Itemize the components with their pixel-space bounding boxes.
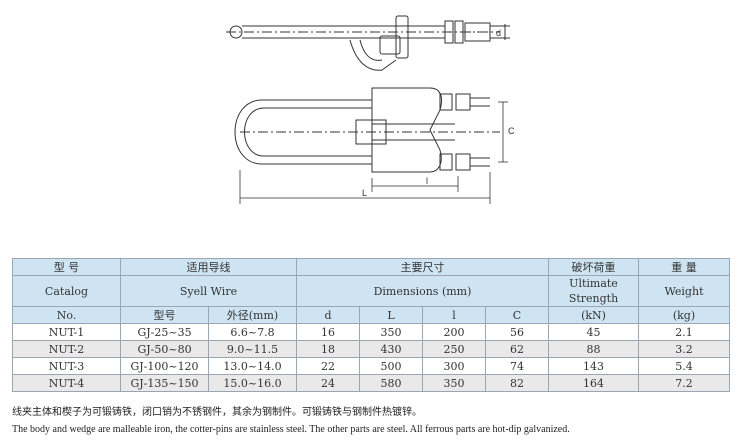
header-catalog-no: No. [12, 306, 121, 324]
cell-dim-d: 18 [296, 340, 360, 358]
cell-wire-diameter: 6.6~7.8 [208, 323, 297, 341]
cell-wire-model: GJ-135~150 [120, 374, 209, 392]
cell-wire-diameter: 9.0~11.5 [208, 340, 297, 358]
cell-wire-diameter: 15.0~16.0 [208, 374, 297, 392]
dim-label-l-total: L [362, 188, 367, 198]
header-catalog-en: Catalog [12, 275, 121, 307]
header-catalog-cn: 型 号 [53, 260, 80, 274]
header-catalog: 型 号 [12, 258, 121, 276]
table-row: NUT-1 GJ-25~35 6.6~7.8 16 350 200 56 45 … [12, 323, 730, 341]
cell-dim-L: 350 [359, 323, 423, 341]
header-wire: 适用导线 [120, 258, 297, 276]
header-weight: 重 量 [638, 258, 730, 276]
cell-dim-l: 250 [422, 340, 486, 358]
cell-strength: 143 [548, 357, 639, 375]
cell-dim-C: 56 [485, 323, 549, 341]
cell-wire-model: GJ-25~35 [120, 323, 209, 341]
header-strength-en: Ultimate Strength [548, 275, 639, 307]
cell-dim-L: 500 [359, 357, 423, 375]
top-view [226, 15, 510, 71]
header-weight-cn: 重 量 [671, 260, 697, 274]
cell-strength: 45 [548, 323, 639, 341]
table-row: NUT-2 GJ-50~80 9.0~11.5 18 430 250 62 88… [12, 340, 730, 358]
cell-catalog: NUT-3 [12, 357, 121, 375]
dim-label-d: d [496, 28, 501, 38]
cell-dim-C: 62 [485, 340, 549, 358]
bottom-view [234, 87, 500, 173]
header-dim-l: l [422, 306, 486, 324]
technical-drawing: d C l L [226, 15, 515, 204]
cell-weight: 7.2 [638, 374, 730, 392]
header-dimensions-en: Dimensions (mm) [296, 275, 549, 307]
cell-wire-model: GJ-50~80 [120, 340, 209, 358]
dim-label-c: C [508, 126, 515, 136]
cell-weight: 3.2 [638, 340, 730, 358]
header-strength-cn: 破坏荷重 [571, 260, 616, 274]
cell-weight: 2.1 [638, 323, 730, 341]
header-weight-en: Weight [638, 275, 730, 307]
cell-dim-L: 430 [359, 340, 423, 358]
cell-catalog: NUT-1 [12, 323, 121, 341]
table-row: NUT-4 GJ-135~150 15.0~16.0 24 580 350 82… [12, 374, 730, 392]
header-wire-model: 型号 [120, 306, 209, 324]
cell-dim-d: 16 [296, 323, 360, 341]
header-dimensions: 主要尺寸 [296, 258, 549, 276]
cell-dim-C: 74 [485, 357, 549, 375]
header-weight-unit: (kg) [638, 306, 730, 324]
cell-catalog: NUT-2 [12, 340, 121, 358]
header-wire-en: Syell Wire [120, 275, 297, 307]
note-english: The body and wedge are malleable iron, t… [12, 424, 570, 435]
table-row: NUT-3 GJ-100~120 13.0~14.0 22 500 300 74… [12, 357, 730, 375]
header-dim-L: L [359, 306, 423, 324]
cell-strength: 88 [548, 340, 639, 358]
header-wire-diameter: 外径(mm) [208, 306, 297, 324]
cell-dim-d: 22 [296, 357, 360, 375]
cell-dim-l: 300 [422, 357, 486, 375]
cell-catalog: NUT-4 [12, 374, 121, 392]
header-strength: 破坏荷重 [548, 258, 639, 276]
header-dimensions-cn: 主要尺寸 [400, 260, 445, 274]
cell-weight: 5.4 [638, 357, 730, 375]
cell-strength: 164 [548, 374, 639, 392]
header-wire-cn: 适用导线 [186, 260, 231, 274]
spec-table: 型 号 适用导线 主要尺寸 破坏荷重 重 量 Catalog Syell Wir… [12, 258, 730, 392]
note-chinese: 线夹主体和楔子为可锻铸铁，闭口销为不锈钢件，其余为钢制件。可锻铸铁与钢制件热镀锌… [12, 407, 422, 418]
cell-wire-diameter: 13.0~14.0 [208, 357, 297, 375]
cell-dim-l: 350 [422, 374, 486, 392]
cell-dim-L: 580 [359, 374, 423, 392]
cell-dim-l: 200 [422, 323, 486, 341]
header-dim-C: C [485, 306, 549, 324]
dim-label-l-short: l [426, 176, 428, 186]
cell-dim-d: 24 [296, 374, 360, 392]
cell-wire-model: GJ-100~120 [120, 357, 209, 375]
dimension-lines [239, 101, 508, 204]
header-dim-d: d [296, 306, 360, 324]
header-strength-unit: (kN) [548, 306, 639, 324]
cell-dim-C: 82 [485, 374, 549, 392]
